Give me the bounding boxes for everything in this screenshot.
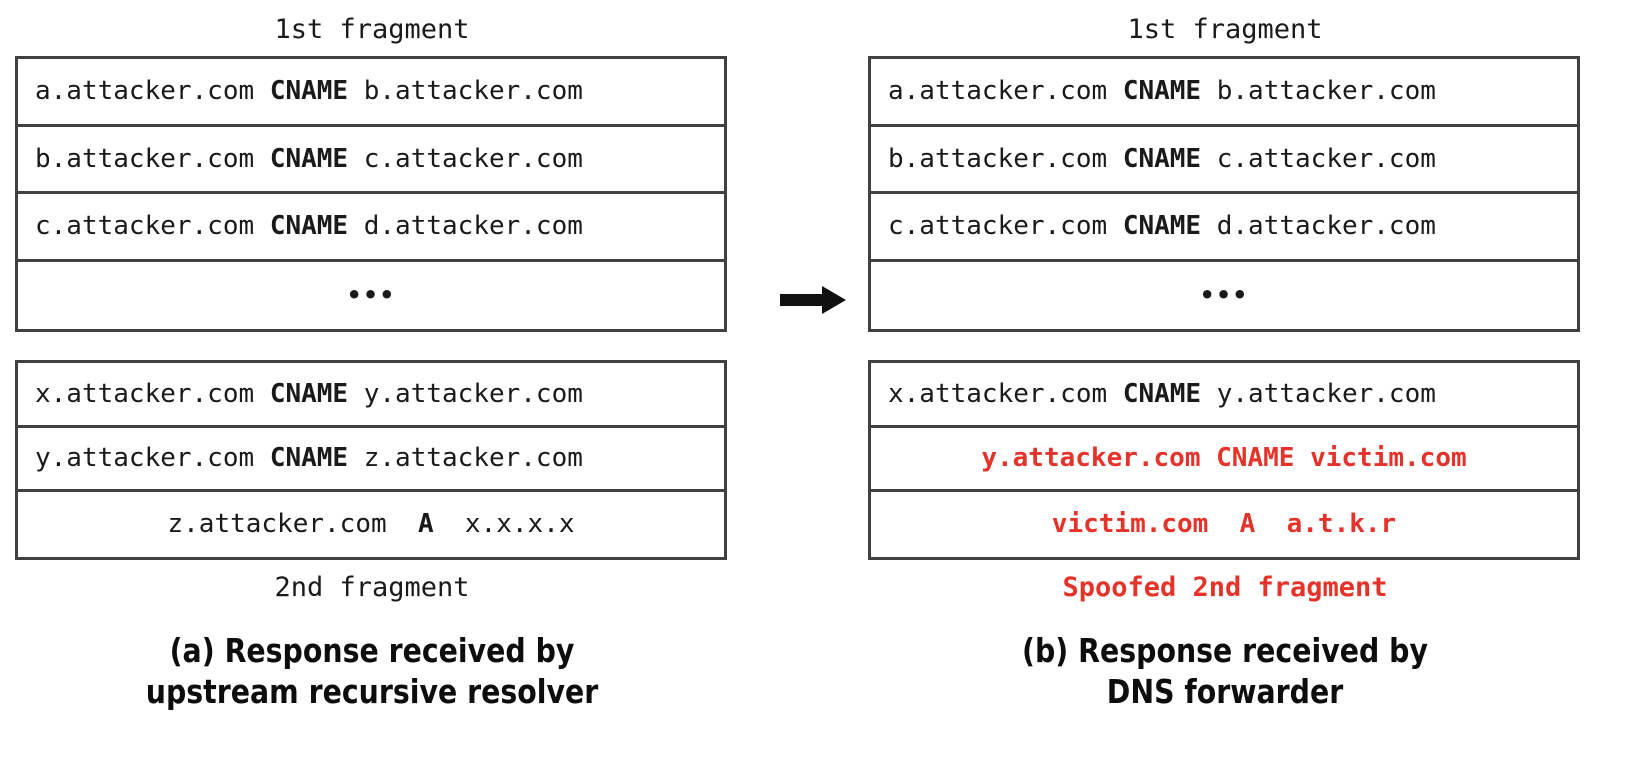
rr-text: b.attacker.com CNAME c.attacker.com — [35, 143, 583, 174]
resource-record-row: x.attacker.com CNAME y.attacker.com — [871, 363, 1577, 428]
rr-text: x.attacker.com CNAME y.attacker.com — [888, 378, 1436, 409]
resource-record-row: a.attacker.com CNAME b.attacker.com — [18, 59, 724, 127]
ellipsis-text: ••• — [1199, 281, 1249, 310]
rr-text: c.attacker.com CNAME d.attacker.com — [888, 211, 1436, 242]
rightwards-arrow-icon — [780, 286, 846, 314]
fragment1-label-a: 1st fragment — [274, 14, 470, 45]
caption-line-2: upstream recursive resolver — [145, 672, 599, 711]
resource-record-row: z.attacker.com A x.x.x.x — [18, 492, 724, 557]
rr-text: a.attacker.com CNAME b.attacker.com — [888, 76, 1436, 107]
ellipsis-text: ••• — [346, 281, 396, 310]
resource-record-row: b.attacker.com CNAME c.attacker.com — [18, 127, 724, 194]
rr-text: c.attacker.com CNAME d.attacker.com — [35, 211, 583, 242]
rr-text: z.attacker.com A x.x.x.x — [167, 509, 575, 540]
fragment1-label-b: 1st fragment — [1127, 14, 1323, 45]
resource-record-ellipsis-row: ••• — [871, 262, 1577, 330]
resource-record-ellipsis-row: ••• — [18, 262, 724, 330]
fragment2-label-b: Spoofed 2nd fragment — [1062, 572, 1388, 603]
resource-record-row: x.attacker.com CNAME y.attacker.com — [18, 363, 724, 428]
resource-record-row: c.attacker.com CNAME d.attacker.com — [871, 194, 1577, 262]
fragment1-box-a: a.attacker.com CNAME b.attacker.com b.at… — [15, 56, 727, 332]
resource-record-row: y.attacker.com CNAME z.attacker.com — [18, 428, 724, 493]
caption-line-1: (a) Response received by — [169, 631, 575, 670]
caption-line-2: DNS forwarder — [1106, 672, 1344, 711]
fragment2-label-a: 2nd fragment — [274, 572, 470, 603]
panel-b: 1st fragment a.attacker.com CNAME b.atta… — [868, 0, 1582, 767]
rr-text: a.attacker.com CNAME b.attacker.com — [35, 76, 583, 107]
caption-line-1: (b) Response received by — [1022, 631, 1428, 670]
panel-a: 1st fragment a.attacker.com CNAME b.atta… — [15, 0, 729, 767]
rr-text: b.attacker.com CNAME c.attacker.com — [888, 143, 1436, 174]
rr-text: x.attacker.com CNAME y.attacker.com — [35, 378, 583, 409]
resource-record-row: c.attacker.com CNAME d.attacker.com — [18, 194, 724, 262]
subfigure-caption-a: (a) Response received by upstream recurs… — [65, 630, 679, 712]
resource-record-row-spoofed: y.attacker.com CNAME victim.com — [871, 428, 1577, 493]
rr-text-spoofed: victim.com A a.t.k.r — [1051, 509, 1397, 540]
fragment2-box-b: x.attacker.com CNAME y.attacker.com y.at… — [868, 360, 1580, 560]
fragment2-box-a: x.attacker.com CNAME y.attacker.com y.at… — [15, 360, 727, 560]
resource-record-row: b.attacker.com CNAME c.attacker.com — [871, 127, 1577, 194]
subfigure-caption-b: (b) Response received by DNS forwarder — [918, 630, 1532, 712]
resource-record-row-spoofed: victim.com A a.t.k.r — [871, 492, 1577, 557]
fragment1-box-b: a.attacker.com CNAME b.attacker.com b.at… — [868, 56, 1580, 332]
resource-record-row: a.attacker.com CNAME b.attacker.com — [871, 59, 1577, 127]
rr-text-spoofed: y.attacker.com CNAME victim.com — [981, 443, 1467, 474]
rr-text: y.attacker.com CNAME z.attacker.com — [35, 443, 583, 474]
